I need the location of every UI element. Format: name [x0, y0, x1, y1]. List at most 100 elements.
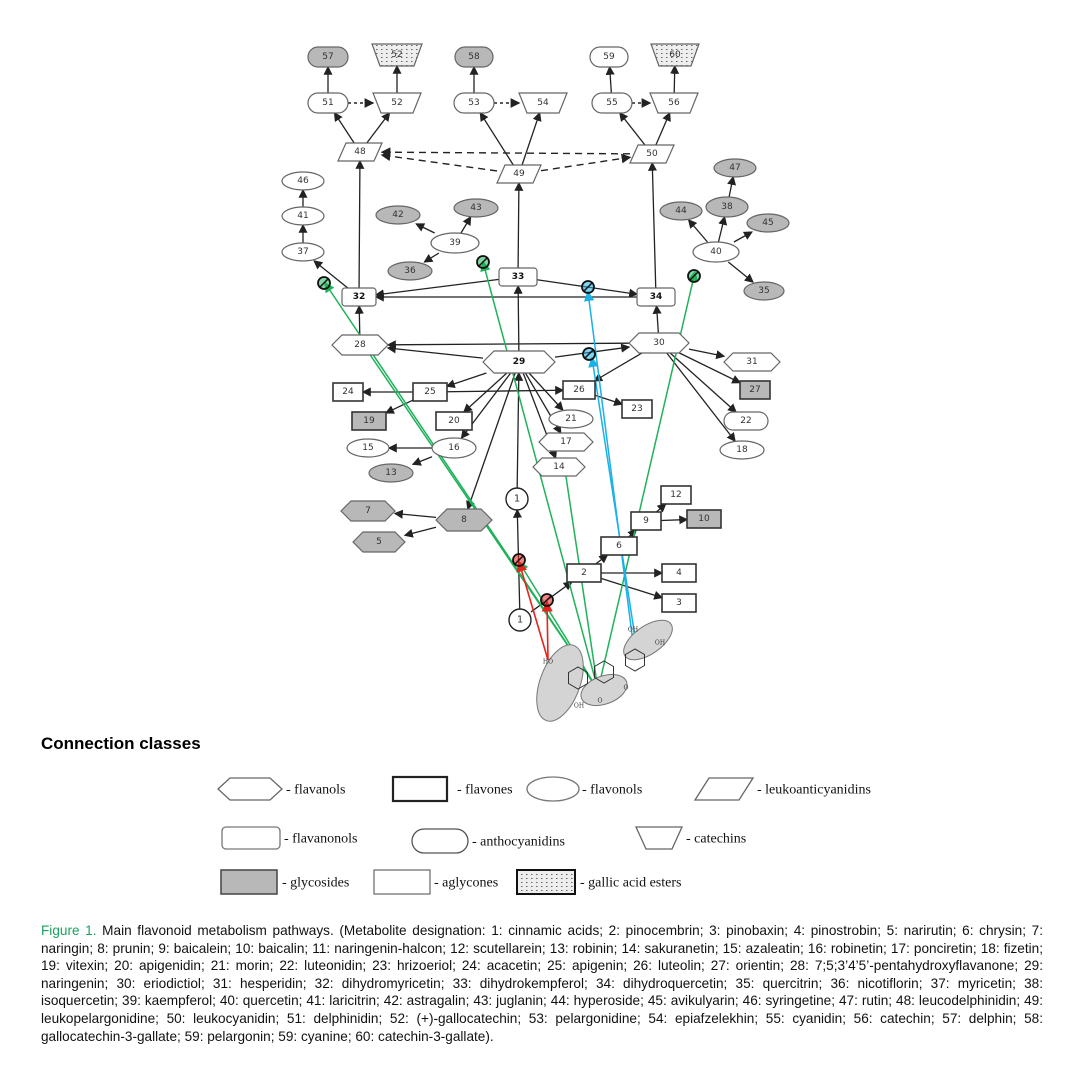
metabolite-node-8: 8: [435, 508, 493, 532]
metabolite-node-27: 27: [739, 380, 771, 400]
metabolite-node-4: 4: [661, 563, 697, 583]
node-label: 46: [297, 176, 309, 186]
pathway-arrow: [540, 153, 632, 172]
pathway-arrow: [393, 509, 437, 519]
metabolite-node-39: 39: [430, 232, 480, 254]
legend-label: - flavanonols: [284, 832, 357, 847]
metabolite-node-21: 21: [548, 409, 594, 429]
metabolite-node-6: 6: [600, 536, 638, 556]
inhibitor-icon: [687, 269, 701, 283]
metabolite-node-7: 7: [340, 500, 396, 522]
metabolite-node-43: 43: [453, 198, 499, 218]
inhibitor-icon: [476, 255, 490, 269]
node-label: 60: [669, 50, 681, 60]
node-label: 4: [676, 568, 682, 578]
metabolite-node-44: 44: [659, 201, 703, 221]
pathway-arrow: [595, 554, 609, 565]
metabolite-node-30: 30: [628, 332, 690, 354]
pathway-arrow: [479, 111, 514, 166]
node-label: 43: [470, 203, 481, 213]
pathway-arrow: [605, 65, 615, 94]
node-label: 40: [710, 247, 722, 257]
glycoside-box-icon: [220, 869, 278, 895]
legend-item-gallicacidesters: - gallic acid esters: [516, 869, 681, 895]
pathway-arrow: [514, 181, 524, 269]
legend-item-flavonols: - flavonols: [526, 776, 642, 802]
metabolite-node-24: 24: [332, 382, 364, 402]
metabolite-node-16: 16: [431, 437, 477, 459]
pathway-arrow: [423, 252, 440, 263]
node-label: 55: [606, 98, 617, 108]
green-pathway-line: [518, 560, 599, 691]
metabolite-node-52: 52: [371, 43, 423, 67]
green-pathway-line: [480, 260, 599, 691]
inhibitor-symbols-layer: [317, 255, 701, 607]
blue-pathway-line: [583, 290, 635, 651]
pathway-arrow: [333, 111, 355, 144]
metabolite-node-20: 20: [435, 411, 473, 431]
pathway-arrow: [384, 399, 414, 414]
metabolite-node-58: 58: [454, 46, 494, 68]
node-label: 25: [424, 387, 435, 397]
legend-label: - anthocyanidins: [472, 835, 565, 850]
node-label: 32: [353, 292, 366, 302]
metabolite-node-15: 15: [346, 438, 390, 458]
node-label: 13: [385, 468, 396, 478]
metabolite-node-1: 1: [508, 608, 532, 632]
molecule-atom-label: OH: [628, 627, 638, 634]
pathway-arrow: [460, 215, 472, 234]
aglycone-box-icon: [373, 869, 431, 895]
legend-label: - gallic acid esters: [580, 876, 681, 891]
node-label: 10: [698, 514, 710, 524]
node-label: 44: [675, 206, 687, 216]
node-label: 49: [513, 169, 525, 179]
metabolite-node-32: 32: [341, 287, 377, 307]
metabolite-node-26: 26: [562, 380, 596, 400]
pathway-arrow: [313, 260, 349, 289]
legend-label: - flavonols: [582, 783, 642, 798]
pathway-arrow: [687, 219, 708, 243]
node-label: 47: [729, 163, 740, 173]
node-label: 56: [668, 98, 680, 108]
blue-pathway-line: [588, 356, 638, 651]
node-label: 33: [512, 272, 525, 282]
node-label: 5: [376, 537, 382, 547]
inhibitor-icon: [582, 347, 596, 361]
node-label: 31: [746, 357, 757, 367]
pathway-arrow: [669, 352, 737, 413]
pathway-arrow: [528, 372, 564, 411]
metabolite-node-53: 53: [453, 92, 495, 114]
metabolite-node-55: 55: [591, 92, 633, 114]
metabolite-node-13: 13: [368, 463, 414, 483]
pathway-arrow: [670, 64, 680, 94]
inhibitor-icon: [581, 280, 595, 294]
node-label: 41: [297, 211, 308, 221]
legend-item-flavones: - flavones: [391, 775, 513, 803]
rounded-rect-shape-icon: [221, 826, 281, 850]
red-pathway-line: [516, 560, 549, 661]
pathway-arrow: [727, 175, 737, 198]
gallic-box-icon: [516, 869, 576, 895]
node-label: 52: [391, 50, 402, 60]
metabolite-node-14: 14: [532, 457, 586, 477]
metabolite-node-23: 23: [621, 399, 653, 419]
node-label: 22: [740, 416, 751, 426]
metabolite-node-34: 34: [636, 287, 676, 307]
section-title: Connection classes: [41, 734, 201, 753]
metabolite-node-29: 29: [482, 350, 556, 374]
pathway-arrow: [655, 503, 667, 513]
node-label: 26: [573, 385, 585, 395]
pathway-arrow: [513, 284, 523, 352]
node-label: 42: [392, 210, 403, 220]
metabolite-node-41: 41: [281, 206, 325, 226]
node-label: 3: [676, 598, 682, 608]
node-label: 48: [354, 147, 366, 157]
metabolite-node-25: 25: [412, 382, 448, 402]
node-label: 50: [646, 149, 658, 159]
pathway-arrow: [386, 344, 484, 359]
legend-label: - leukoanticyanidins: [757, 783, 871, 798]
benzene-ring: [625, 648, 645, 672]
trapezoid-shape-icon: [634, 826, 684, 850]
pathway-arrow: [445, 372, 487, 389]
metabolite-node-18: 18: [719, 440, 765, 460]
